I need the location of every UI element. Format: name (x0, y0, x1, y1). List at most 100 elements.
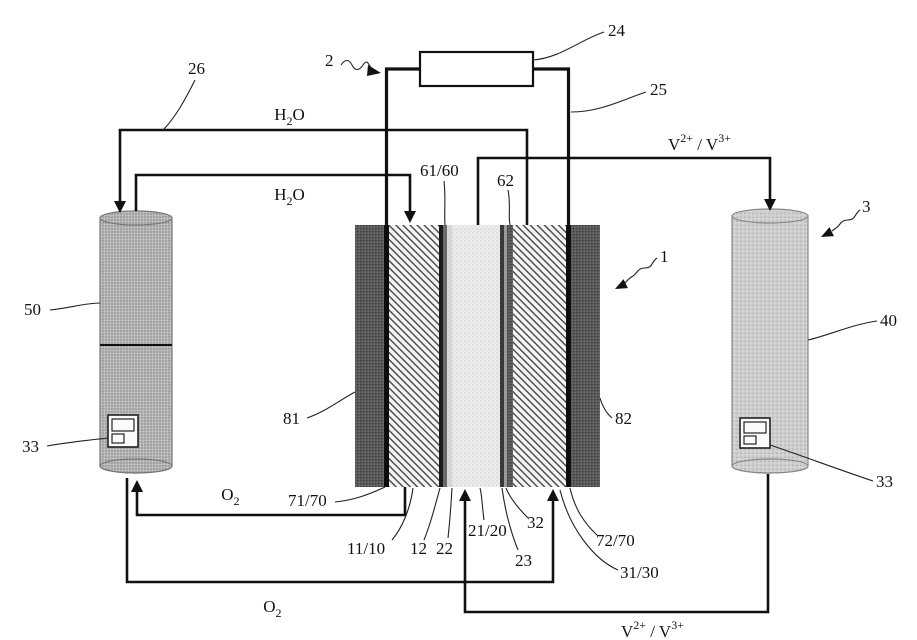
leader-line-31-30 (560, 490, 618, 570)
leader-line-50 (50, 303, 100, 310)
leader-line-40 (808, 321, 877, 340)
label-22: 22 (436, 539, 453, 558)
label-33-left: 33 (22, 437, 39, 456)
h2o-feed-arrow-icon (404, 211, 416, 223)
label-23: 23 (515, 551, 532, 570)
o2-lower-label: O2 (242, 597, 294, 621)
label-50: 50 (24, 300, 41, 319)
leader-line-82 (600, 398, 612, 418)
label-61-60: 61/60 (420, 161, 459, 180)
plate-82 (571, 225, 600, 487)
tank-50 (100, 211, 172, 473)
plate-81 (355, 225, 385, 487)
o2-lower-label-subscript: 2 (276, 606, 282, 620)
leader-line-25 (571, 92, 646, 112)
leader-line-21-20 (480, 488, 484, 520)
vanadium-upper-label-charge2: 3+ (718, 131, 731, 145)
layer-23 (500, 225, 504, 487)
vanadium-upper-label-separator: / V (693, 135, 719, 154)
h2o-lower-label-tail: O (293, 185, 305, 204)
leader-line-22 (448, 488, 452, 538)
label-40: 40 (880, 311, 897, 330)
h2o-return-pipe (120, 130, 527, 225)
circuit-wire-left (387, 69, 421, 225)
vanadium-lower-label-charge2: 3+ (671, 618, 684, 632)
h2o-upper-label-base: H (274, 105, 286, 124)
h2o-lower-label-base: H (274, 185, 286, 204)
vanadium-lower-label: V2+ / V3+ (600, 614, 697, 640)
label-32: 32 (527, 513, 544, 532)
o2-upper-label-base: O (221, 485, 233, 504)
vanadium-feed-pipe (478, 158, 770, 225)
o2-lower-label-base: O (263, 597, 275, 616)
load-24 (420, 52, 533, 86)
leader-line-72-70 (570, 488, 598, 536)
sensor-33-right (740, 418, 770, 448)
layer-62 (504, 225, 507, 487)
vanadium-lower-label-charge1: 2+ (633, 618, 646, 632)
sensor-33-left (108, 415, 138, 447)
pointer-arrow-3-icon (821, 227, 834, 237)
vanadium-lower-label-ion1: V (621, 622, 634, 640)
leader-line-26 (163, 80, 195, 130)
label-71-70: 71/70 (288, 491, 327, 510)
vanadium-upper-label: V2+ / V3+ (647, 127, 744, 154)
leader-line-71-70 (335, 487, 385, 502)
circuit-wire-right (533, 69, 569, 225)
layer-61-60 (443, 225, 447, 487)
label-25: 25 (650, 80, 667, 99)
membrane-21-20 (452, 225, 500, 487)
vanadium-upper-label-ion1: V (668, 135, 681, 154)
leader-line-61-60 (444, 181, 445, 225)
o2-inner-arrow-icon (131, 480, 143, 492)
layer-22 (447, 225, 452, 487)
label-11-10: 11/10 (347, 539, 385, 558)
pointer-squiggle-1 (625, 258, 657, 283)
label-62: 62 (497, 171, 514, 190)
label-82: 82 (615, 409, 632, 428)
label-12: 12 (410, 539, 427, 558)
o2-outer-arrow-icon (547, 489, 559, 501)
h2o-upper-label-tail: O (293, 105, 305, 124)
pointer-squiggle-3 (832, 210, 860, 231)
h2o-upper-label: H2O (253, 105, 318, 128)
leader-line-62 (508, 190, 510, 225)
layer-12 (439, 225, 443, 487)
leader-line-81 (307, 392, 355, 418)
h2o-lower-label: H2O (253, 185, 318, 208)
vanadium-return-arrow-icon (459, 489, 471, 501)
o2-upper-label-subscript: 2 (234, 494, 240, 508)
tank-50-top (100, 211, 172, 225)
vanadium-lower-label-separator: / V (646, 622, 672, 640)
label-33-right: 33 (876, 472, 893, 491)
cell-1 (355, 225, 600, 487)
label-2: 2 (325, 51, 334, 70)
leader-line-32 (506, 488, 528, 518)
o2-upper-label: O2 (200, 485, 252, 509)
label-26: 26 (188, 59, 205, 78)
collector-71-70 (384, 225, 389, 487)
layer-32 (507, 225, 513, 487)
collector-72-70 (566, 225, 571, 487)
label-1: 1 (660, 247, 669, 266)
vanadium-upper-label-charge1: 2+ (680, 131, 693, 145)
label-24: 24 (608, 21, 626, 40)
label-81: 81 (283, 409, 300, 428)
leader-line-23 (502, 488, 518, 550)
electrode-31-30 (513, 225, 566, 487)
label-31-30: 31/30 (620, 563, 659, 582)
pointer-arrow-1-icon (615, 279, 628, 289)
leader-line-12 (424, 488, 440, 540)
o2-inner-pipe (137, 487, 405, 515)
label-21-20: 21/20 (468, 521, 507, 540)
label-3: 3 (862, 197, 871, 216)
electrode-11-10 (389, 225, 439, 487)
tank-40-top (732, 209, 808, 223)
leader-line-33-left (47, 438, 108, 446)
leader-line-24 (533, 32, 604, 60)
tank-40 (732, 209, 808, 473)
pointer-arrow-2-icon (367, 65, 381, 76)
label-72-70: 72/70 (596, 531, 635, 550)
pointer-squiggle-2 (341, 61, 371, 70)
